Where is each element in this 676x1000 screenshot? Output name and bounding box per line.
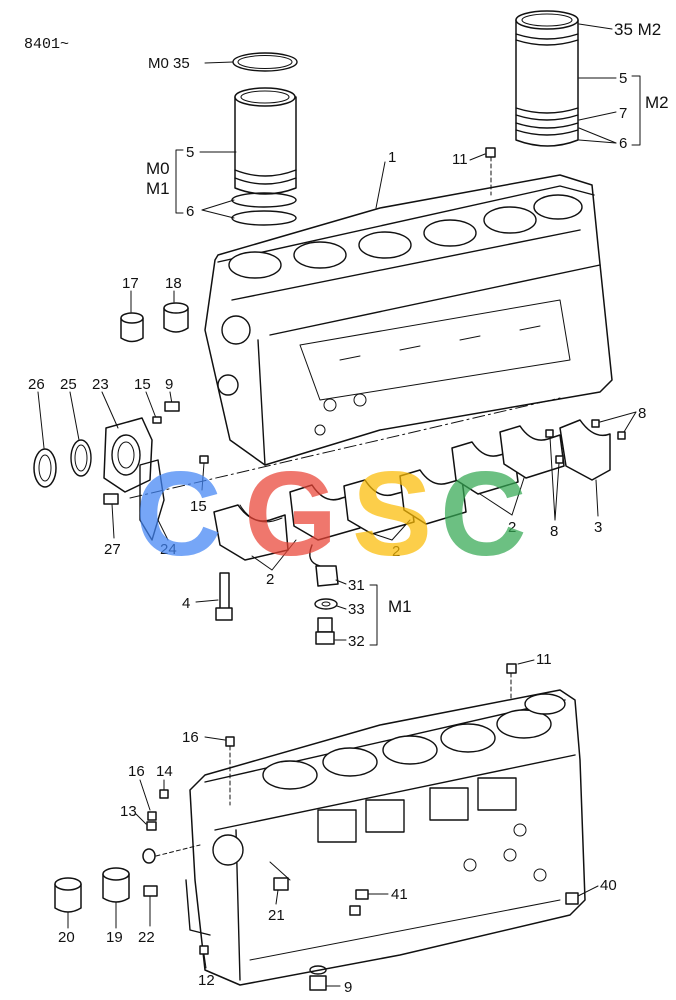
seal-25 <box>70 439 92 477</box>
bearing-cap-2b <box>289 484 361 541</box>
label-26: 26 <box>28 376 45 393</box>
label-8-a: 8 <box>638 405 646 422</box>
label-27: 27 <box>104 541 121 558</box>
label-18: 18 <box>165 275 182 292</box>
bushing-17 <box>120 312 144 343</box>
label-1: 1 <box>388 149 396 166</box>
label-2-a: 2 <box>266 571 274 588</box>
bearing-cap-2d <box>399 469 467 525</box>
watermark-letter-1: C <box>135 447 222 581</box>
label-6-right: 6 <box>619 135 627 152</box>
label-2-b: 2 <box>392 543 400 560</box>
label-41: 41 <box>391 886 408 903</box>
label-4: 4 <box>182 595 190 612</box>
label-2-c: 2 <box>508 519 516 536</box>
label-m2: M2 <box>645 93 669 112</box>
watermark-logo: C G S C <box>135 447 527 581</box>
label-11-bottom: 11 <box>536 651 552 668</box>
label-23: 23 <box>92 376 109 393</box>
label-5-right: 5 <box>619 70 627 87</box>
label-6-left: 6 <box>186 203 194 220</box>
washer-33 <box>314 598 338 610</box>
bushing-18 <box>163 302 189 333</box>
label-m1-top: M1 <box>146 179 170 198</box>
seal-26 <box>33 448 57 488</box>
label-16-b: 16 <box>128 763 145 780</box>
oil-nozzle-31 <box>309 544 339 587</box>
label-m0: M0 <box>146 159 170 178</box>
label-32: 32 <box>348 633 365 650</box>
bushing-19 <box>102 867 130 903</box>
label-24: 24 <box>160 541 177 558</box>
label-40: 40 <box>600 877 617 894</box>
label-22: 22 <box>138 929 155 946</box>
watermark-letter-4: C <box>440 447 527 581</box>
label-14: 14 <box>156 763 173 780</box>
plug-11-top <box>485 147 496 158</box>
label-19: 19 <box>106 929 123 946</box>
cylinder-block-lower <box>185 689 586 986</box>
catalog-code: 8401~ <box>24 36 69 53</box>
label-16-a: 16 <box>182 729 199 746</box>
label-12: 12 <box>198 972 215 989</box>
label-13: 13 <box>120 803 137 820</box>
label-17: 17 <box>122 275 139 292</box>
plug-32 <box>315 617 335 645</box>
label-15-b: 15 <box>190 498 207 515</box>
bearing-cap-2a <box>213 504 289 561</box>
liner-o-rings-left <box>231 192 297 226</box>
cylinder-block-upper <box>204 174 613 466</box>
label-35-m2: 35 M2 <box>614 20 661 39</box>
bearing-cap-2e <box>451 441 519 495</box>
label-3: 3 <box>594 519 602 536</box>
bearing-cap-2f <box>499 425 565 479</box>
label-11-top: 11 <box>452 151 468 168</box>
bearing-cap-3 <box>559 419 611 481</box>
label-20: 20 <box>58 929 75 946</box>
label-7-right: 7 <box>619 105 627 122</box>
label-9-a: 9 <box>165 376 173 393</box>
bolt-4 <box>215 572 233 621</box>
label-33: 33 <box>348 601 365 618</box>
cylinder-liner-m2 <box>515 10 579 147</box>
label-25: 25 <box>60 376 77 393</box>
label-5-left: 5 <box>186 144 194 161</box>
label-15-a: 15 <box>134 376 151 393</box>
label-31: 31 <box>348 577 365 594</box>
label-m0-35: M0 35 <box>148 55 190 72</box>
label-21: 21 <box>268 907 285 924</box>
watermark-letter-3: S <box>352 447 432 581</box>
cylinder-liner-m0-m1 <box>234 87 297 195</box>
bushing-20 <box>54 877 82 913</box>
label-m1-mid: M1 <box>388 597 412 616</box>
bearing-cap-2c <box>343 479 415 535</box>
liner-gasket-m0 <box>232 52 298 72</box>
label-8-b: 8 <box>550 523 558 540</box>
label-9-b: 9 <box>344 979 352 996</box>
watermark-letter-2: G <box>244 447 337 581</box>
